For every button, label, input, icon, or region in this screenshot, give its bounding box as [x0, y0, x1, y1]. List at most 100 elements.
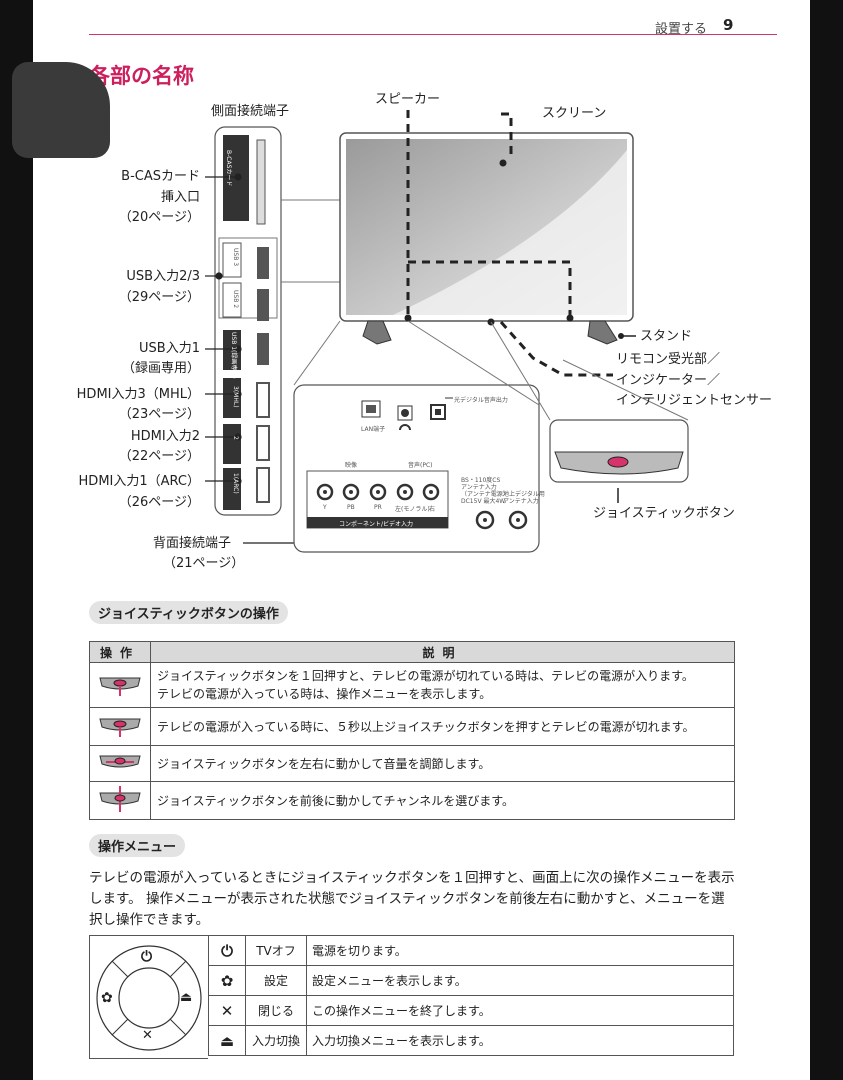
table-row: テレビの電源が入っている時に、５秒以上ジョイスチックボタンを押すとテレビの電源が… [89, 707, 735, 746]
row-1-line-2: テレビの電源が入っている時は、操作メニューを表示します。 [157, 687, 492, 701]
row-1-line-1: ジョイスティックボタンを１回押すと、テレビの電源が切れている時は、テレビの電源が… [157, 669, 694, 683]
menu-table: ⏻ TVオフ 電源を切ります。 ✿ 設定 設定メニューを表示します。 ✕ 閉じる… [208, 935, 734, 1056]
rear-pr-text: PR [374, 504, 382, 511]
usb23-label: USB入力2/3 [126, 269, 200, 284]
joystick-hold-icon [89, 707, 151, 746]
rear-audio-text: 音声(PC) [408, 462, 433, 469]
bcas-page: （20ページ） [118, 210, 200, 225]
menu-gear-icon: ✿ [101, 990, 113, 1006]
joystick-heading: ジョイスティックボタンの操作 [89, 601, 288, 624]
joystick-row-3-desc: ジョイスティックボタンを左右に動かして音量を調節します。 [150, 745, 735, 782]
joystick-row-2-desc: テレビの電源が入っている時に、５秒以上ジョイスチックボタンを押すとテレビの電源が… [150, 707, 735, 746]
col-operation: 操作 [89, 641, 151, 663]
para-line-2: します。 操作メニューが表示された状態でジョイスティックボタンを前後左右に動かす… [89, 891, 725, 907]
stand-label: スタンド [640, 329, 693, 344]
screen-label: スクリーン [542, 106, 607, 121]
rear-terrestrial-text: 地上デジタル用 アンテナ入力 [503, 491, 545, 505]
hdmi1-page: （26ページ） [118, 495, 200, 510]
menu-heading: 操作メニュー [89, 834, 186, 857]
hdmi1-label: HDMI入力1（ARC） [78, 474, 200, 489]
gear-icon: ✿ [208, 965, 246, 996]
rear-terminals-label: 背面接続端子 [153, 536, 232, 551]
menu-row-tv-off: ⏻ TVオフ 電源を切ります。 [208, 935, 734, 966]
section-name: 設置する [655, 22, 708, 37]
joystick-press-icon [89, 662, 151, 708]
joystick-up-down-icon [89, 781, 151, 820]
rear-bs-line-2: アンテナ入力 [461, 484, 497, 491]
hdmi3-page: （23ページ） [118, 407, 200, 422]
port-hdmi2-text: 2 [232, 436, 239, 440]
joystick-label: ジョイスティックボタン [593, 506, 735, 521]
rear-y-text: Y [323, 504, 327, 511]
table-row: ジョイスティックボタンを左右に動かして音量を調節します。 [89, 745, 735, 782]
document-page: 設置する 9 各部の名称 [33, 0, 810, 1080]
joystick-left-right-icon [89, 745, 151, 782]
joystick-table: 操作 説明 ジョイスティックボタンを１回押すと、テレビの電源が切れている時は、テ… [89, 641, 735, 820]
rear-bs-line-4: DC15V 最大4W [461, 498, 506, 505]
port-usb3-text: USB 3 [232, 248, 239, 267]
usb1-label: USB入力1 [139, 341, 200, 356]
joystick-row-1-desc: ジョイスティックボタンを１回押すと、テレビの電源が切れている時は、テレビの電源が… [150, 662, 735, 708]
speaker-label: スピーカー [375, 92, 441, 107]
rear-pb-text: PB [347, 504, 355, 511]
sensor-label-2: インジケーター／ [616, 373, 721, 388]
close-icon: ✕ [208, 995, 246, 1026]
bcas-label-2: 挿入口 [160, 190, 200, 205]
page-title: 各部の名称 [89, 64, 194, 88]
port-bcas-text: B-CASカード [225, 150, 232, 187]
menu-item-desc: 設定メニューを表示します。 [306, 965, 734, 996]
menu-row-settings: ✿ 設定 設定メニューを表示します。 [208, 965, 734, 996]
menu-item-name: 入力切換 [245, 1025, 307, 1056]
port-hdmi3-text: 3(MHL) [232, 386, 239, 408]
usb1-note: （録画専用） [121, 361, 200, 376]
menu-close-icon: ✕ [142, 1028, 153, 1043]
menu-item-name: TVオフ [245, 935, 307, 966]
joystick-heading-text: ジョイスティックボタンの操作 [89, 601, 288, 624]
menu-power-icon: ⏻ [141, 949, 153, 965]
input-icon: ⏏ [208, 1025, 246, 1056]
menu-diagram: ⏻ ✿ ✕ ⏏ [89, 935, 208, 1059]
usb23-page: （29ページ） [118, 290, 200, 305]
rear-ter-line-1: 地上デジタル用 [503, 491, 545, 498]
rear-ter-line-2: アンテナ入力 [503, 498, 539, 505]
scrollbar-thumb[interactable] [12, 62, 110, 158]
menu-paragraph: テレビの電源が入っているときにジョイスティックボタンを１回押すと、画面上に次の操… [89, 868, 779, 931]
rear-r-text: 右 [429, 506, 436, 513]
para-line-3: 択し操作できます。 [89, 912, 210, 928]
port-usb2-text: USB 2 [232, 290, 239, 309]
table-row: ジョイスティックボタンを前後に動かしてチャンネルを選びます。 [89, 781, 735, 820]
rear-bs-line-3: （アンテナ電源） [461, 491, 509, 498]
menu-row-input: ⏏ 入力切換 入力切換メニューを表示します。 [208, 1025, 734, 1056]
hdmi2-page: （22ページ） [118, 449, 200, 464]
hdmi2-label: HDMI入力2 [130, 429, 200, 444]
port-usb1-text: USB 1(録画専用) [230, 332, 237, 379]
hdmi3-label: HDMI入力3（MHL） [76, 387, 200, 402]
menu-item-name: 設定 [245, 965, 307, 996]
page-number: 9 [723, 16, 734, 34]
port-hdmi1-text: 1(ARC) [232, 473, 239, 494]
bcas-label: B-CASカード [121, 169, 200, 184]
menu-item-desc: 入力切換メニューを表示します。 [306, 1025, 734, 1056]
sensor-label-1: リモコン受光部／ [616, 352, 721, 367]
power-icon: ⏻ [208, 935, 246, 966]
joystick-row-4-desc: ジョイスティックボタンを前後に動かしてチャンネルを選びます。 [150, 781, 735, 820]
menu-heading-text: 操作メニュー [89, 834, 186, 857]
menu-input-icon: ⏏ [180, 990, 193, 1005]
rear-lmono-text: 左(モノラル) [395, 506, 430, 513]
rear-bs-line-1: BS・110度CS [461, 477, 501, 484]
sensor-label-3: インテリジェントセンサー [616, 393, 773, 408]
rear-terminals-page: （21ページ） [163, 556, 245, 571]
menu-circle [96, 945, 202, 1051]
menu-item-desc: 電源を切ります。 [306, 935, 734, 966]
header-rule [89, 34, 777, 35]
rear-bs-text: BS・110度CS アンテナ入力 （アンテナ電源） DC15V 最大4W [461, 477, 509, 505]
rear-component-text: コンポーネント/ビデオ入力 [339, 521, 414, 528]
menu-item-name: 閉じる [245, 995, 307, 1026]
menu-item-desc: この操作メニューを終了します。 [306, 995, 734, 1026]
table-row: ジョイスティックボタンを１回押すと、テレビの電源が切れている時は、テレビの電源が… [89, 662, 735, 708]
rear-video-text: 映像 [345, 462, 358, 469]
parts-diagram [205, 110, 689, 553]
col-description: 説明 [150, 641, 735, 663]
side-terminals-label: 側面接続端子 [211, 104, 290, 119]
para-line-1: テレビの電源が入っているときにジョイスティックボタンを１回押すと、画面上に次の操… [89, 870, 735, 886]
